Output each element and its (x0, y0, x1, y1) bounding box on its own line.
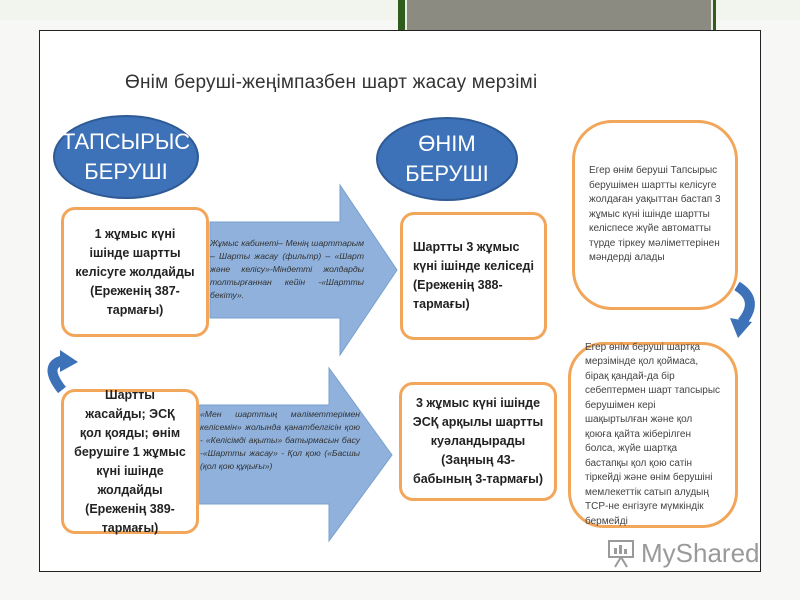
supplier-bottom-box: 3 жұмыс күні ішінде ЭСҚ арқылы шартты ку… (399, 382, 557, 501)
presentation-icon (608, 539, 634, 568)
watermark-text: MyShared (641, 538, 760, 568)
supplier-ellipse: ӨНІМ БЕРУШІ (376, 117, 518, 201)
customer-ellipse: ТАПСЫРЫС БЕРУШІ (53, 115, 199, 199)
supplier-label: ӨНІМ БЕРУШІ (405, 131, 489, 186)
customer-bottom-box: Шартты жасайды; ЭСҚ қол қояды; өнім беру… (61, 388, 199, 535)
supplier-top-box: Шартты 3 жұмыс күні ішінде келіседі (Ере… (400, 212, 547, 340)
watermark: MyShared (607, 538, 760, 569)
customer-label: ТАПСЫРЫС БЕРУШІ (61, 129, 191, 184)
info-bubble-top: Егер өнім беруші Тапсырыс берушімен шарт… (572, 120, 738, 310)
arrow-bottom-text: «Мен шарттың мәліметтерімен келісемін» ж… (200, 409, 360, 471)
slide-title: Өнім беруші-жеңімпазбен шарт жасау мерзі… (125, 72, 538, 93)
customer-top-box: 1 жұмыс күні ішінде шартты келісуге жолд… (61, 207, 209, 337)
arrow-top-text: Жұмыс кабинеті– Менің шарттарым – Шарты … (210, 238, 364, 300)
info-bubble-bottom: Егер өнім беруші шартқа мерзімінде қол қ… (568, 342, 738, 528)
